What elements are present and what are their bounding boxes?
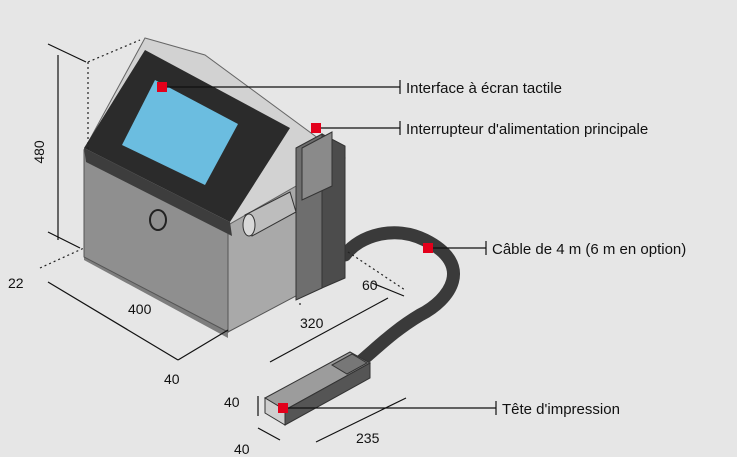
- touchscreen: [122, 80, 238, 185]
- reference-lines: [39, 39, 406, 305]
- dimension-lines: [47, 43, 407, 443]
- dim-side-depth: 60: [362, 277, 378, 293]
- dim-base-front: 40: [164, 371, 180, 387]
- red-marker-icon: [157, 82, 167, 92]
- width-dimension-line: [47, 281, 179, 361]
- head-length-line: [315, 397, 407, 443]
- print-head-side: [284, 362, 371, 426]
- side-module-panel: [301, 131, 333, 201]
- cable: [338, 226, 460, 369]
- side-latch-cap: [242, 213, 256, 237]
- callout-touchscreen: Interface à écran tactile: [406, 80, 562, 97]
- print-head-collar: [330, 353, 369, 375]
- callout-power-switch: Interrupteur d'alimentation principale: [406, 121, 648, 138]
- dim-base-offset: 22: [8, 275, 24, 291]
- front-port: [149, 209, 167, 231]
- side-depth-line: [371, 282, 405, 297]
- red-marker-icon: [278, 403, 288, 413]
- dim-head-height: 40: [224, 394, 240, 410]
- dim-height: 480: [31, 140, 47, 164]
- dim-head-width: 40: [234, 441, 250, 457]
- head-width-line: [257, 427, 281, 441]
- dim-head-length: 235: [356, 430, 380, 446]
- red-marker-icon: [423, 243, 433, 253]
- callout-print-head: Tête d'impression: [502, 401, 620, 418]
- bezel-edge: [84, 148, 232, 236]
- depth-dimension-line: [269, 297, 389, 363]
- dim-depth: 320: [300, 315, 324, 331]
- red-marker-icon: [311, 123, 321, 133]
- dim-width: 400: [128, 301, 152, 317]
- callout-cable: Câble de 4 m (6 m en option): [492, 241, 686, 258]
- callout-lines: [162, 80, 497, 415]
